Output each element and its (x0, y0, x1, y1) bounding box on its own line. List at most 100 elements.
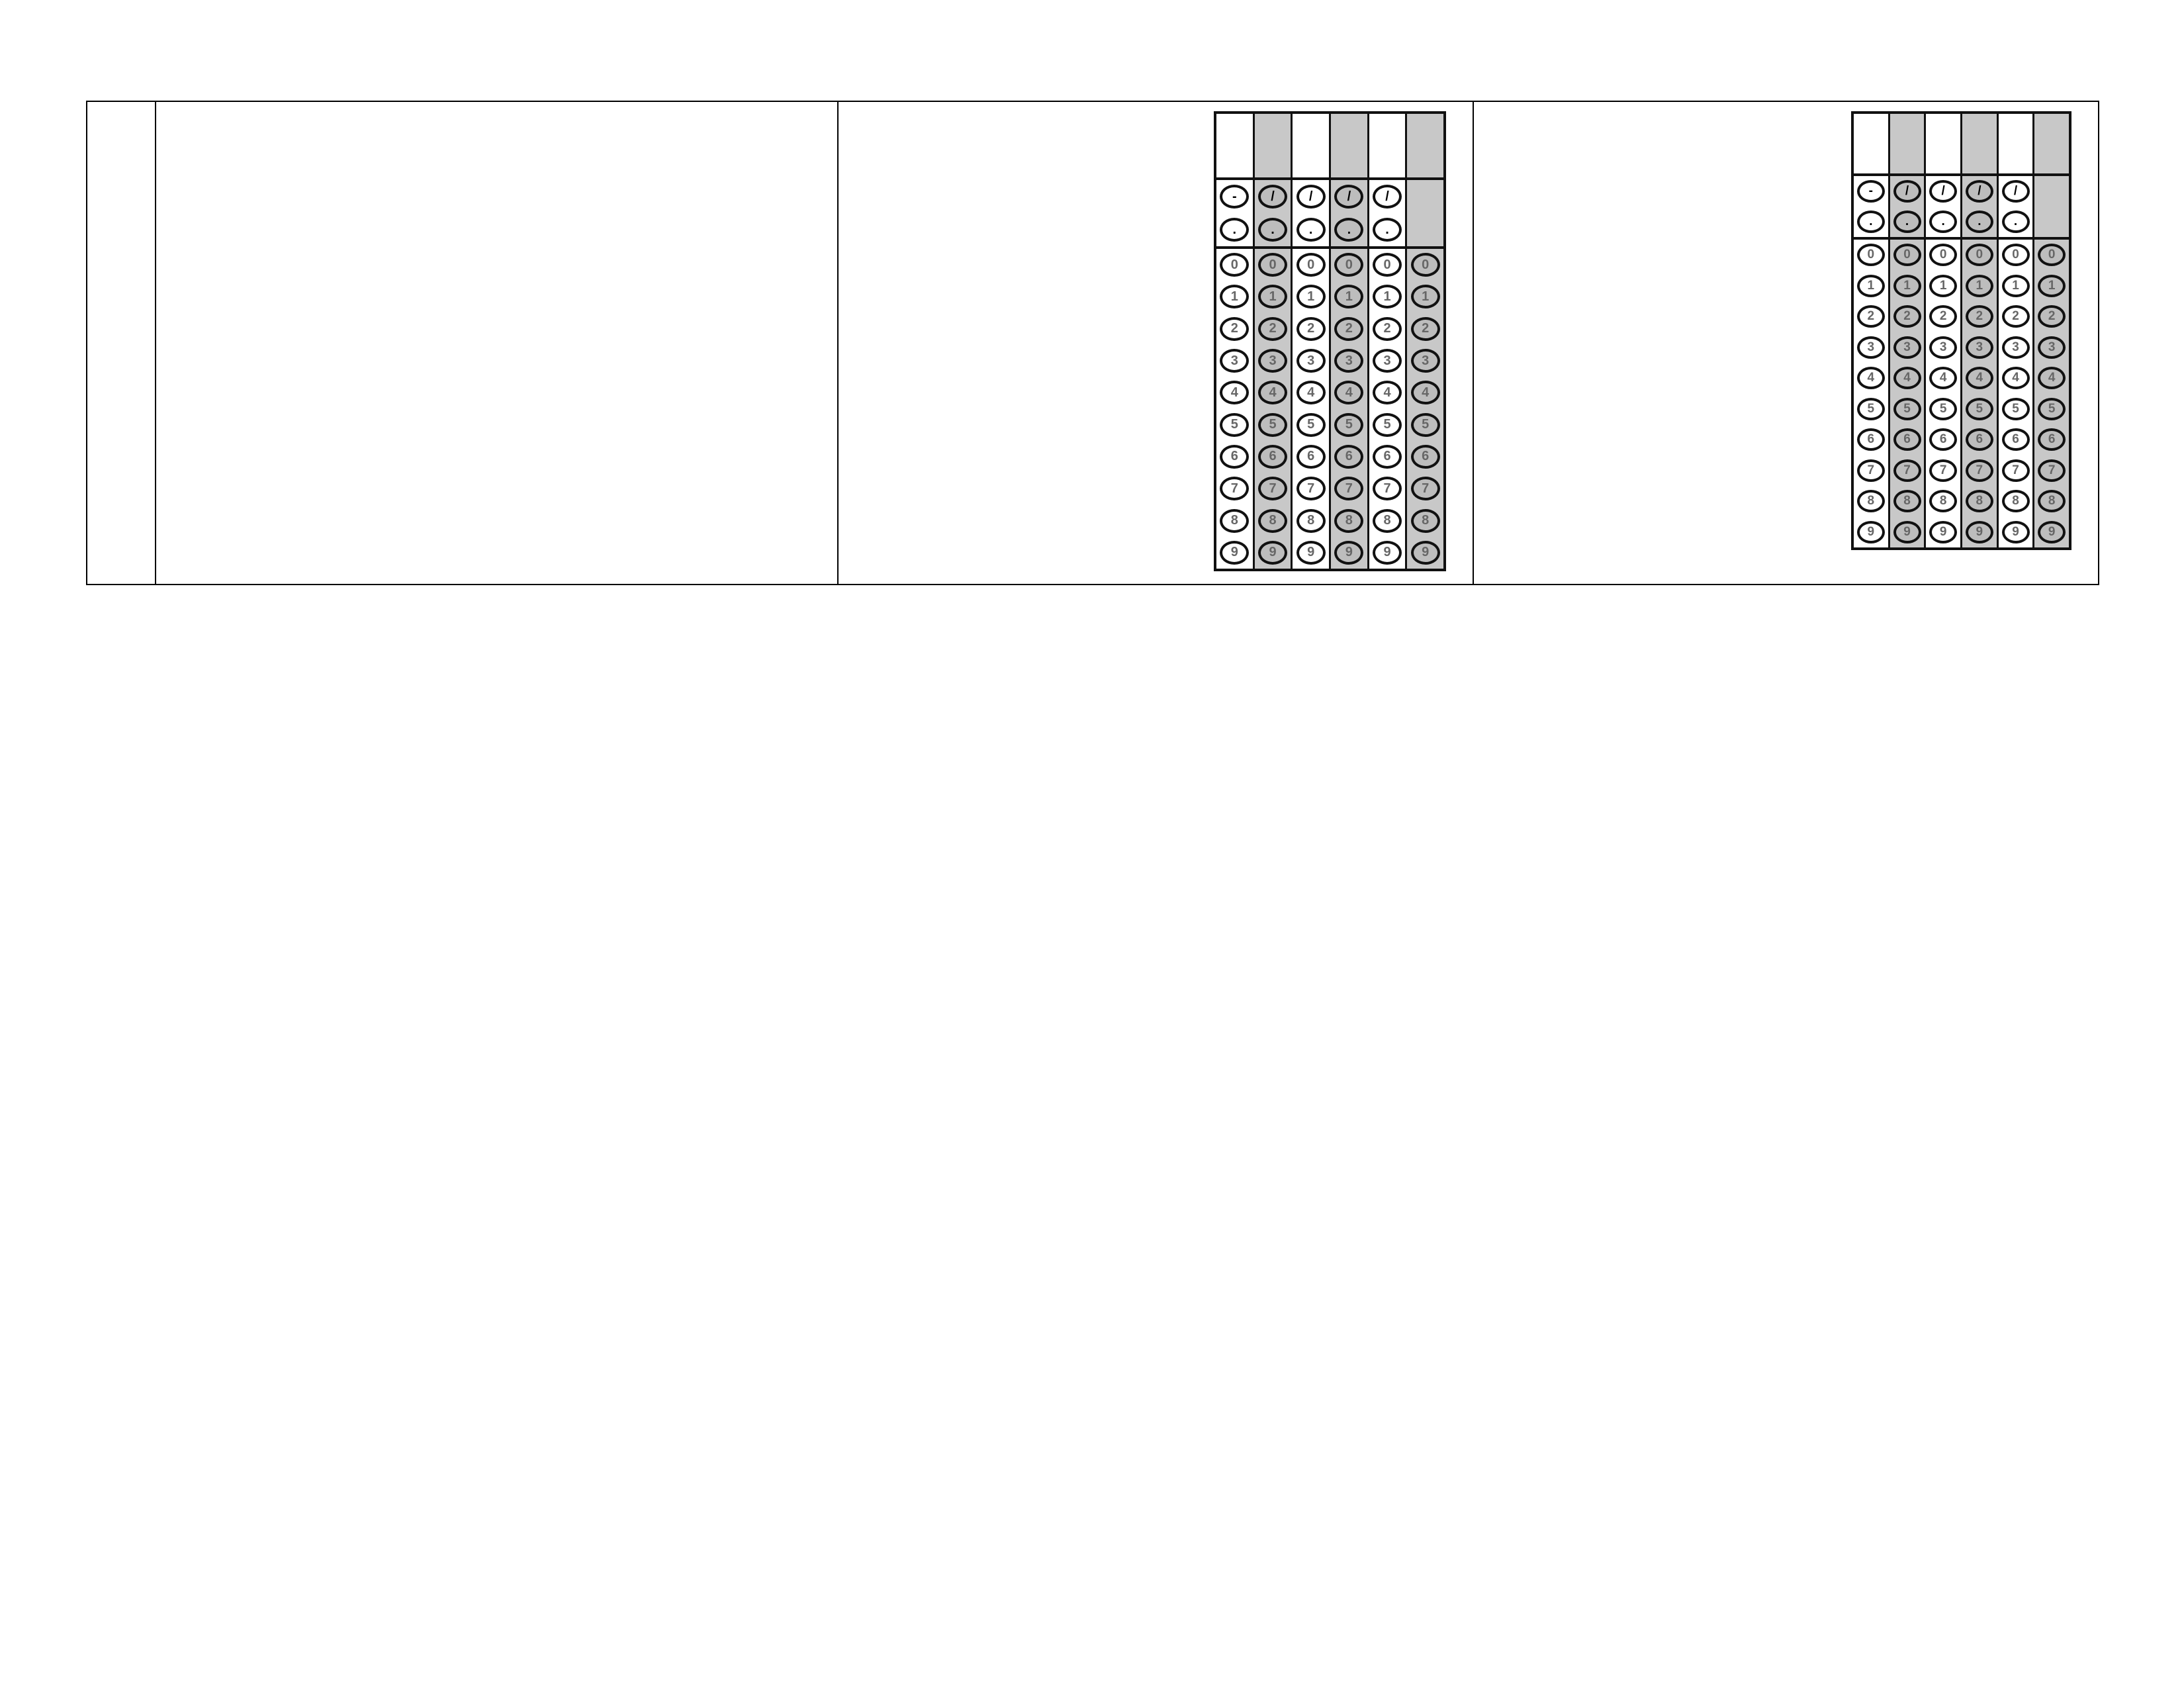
digit-bubble-5[interactable]: 5 (1965, 397, 1993, 420)
fraction-bubble[interactable]: / (1334, 185, 1364, 209)
entry-box[interactable] (1407, 114, 1444, 180)
digit-bubble-2[interactable]: 2 (1929, 305, 1958, 328)
digit-bubble-4[interactable]: 4 (2038, 367, 2066, 390)
digit-bubble-4[interactable]: 4 (1856, 367, 1885, 390)
decimal-bubble[interactable]: . (1373, 218, 1402, 242)
digit-bubble-5[interactable]: 5 (2001, 397, 2030, 420)
digit-bubble-3[interactable]: 3 (1373, 349, 1402, 373)
entry-box[interactable] (1854, 114, 1888, 176)
digit-bubble-7[interactable]: 7 (2038, 459, 2066, 482)
digit-bubble-2[interactable]: 2 (1373, 316, 1402, 341)
digit-bubble-9[interactable]: 9 (2001, 520, 2030, 543)
digit-bubble-2[interactable]: 2 (1893, 305, 1921, 328)
digit-bubble-1[interactable]: 1 (1258, 285, 1287, 309)
digit-bubble-9[interactable]: 9 (1929, 520, 1958, 543)
fraction-bubble[interactable]: / (1929, 180, 1958, 203)
digit-bubble-1[interactable]: 1 (1296, 285, 1326, 309)
digit-bubble-1[interactable]: 1 (1373, 285, 1402, 309)
decimal-bubble[interactable]: . (1220, 218, 1250, 242)
digit-bubble-7[interactable]: 7 (1410, 477, 1440, 501)
digit-bubble-0[interactable]: 0 (1410, 253, 1440, 277)
digit-bubble-0[interactable]: 0 (2038, 244, 2066, 267)
digit-bubble-1[interactable]: 1 (2038, 274, 2066, 297)
digit-bubble-7[interactable]: 7 (1965, 459, 1993, 482)
digit-bubble-7[interactable]: 7 (2001, 459, 2030, 482)
negative-bubble[interactable]: - (1220, 185, 1250, 209)
digit-bubble-9[interactable]: 9 (1220, 540, 1250, 565)
digit-bubble-1[interactable]: 1 (1220, 285, 1250, 309)
digit-bubble-9[interactable]: 9 (1296, 540, 1326, 565)
digit-bubble-3[interactable]: 3 (1893, 336, 1921, 359)
digit-bubble-9[interactable]: 9 (1965, 520, 1993, 543)
digit-bubble-1[interactable]: 1 (1410, 285, 1440, 309)
digit-bubble-2[interactable]: 2 (2001, 305, 2030, 328)
digit-bubble-8[interactable]: 8 (1220, 508, 1250, 533)
decimal-bubble[interactable]: . (1296, 218, 1326, 242)
digit-bubble-6[interactable]: 6 (1893, 428, 1921, 451)
digit-bubble-5[interactable]: 5 (1410, 412, 1440, 437)
digit-bubble-6[interactable]: 6 (1220, 444, 1250, 469)
digit-bubble-3[interactable]: 3 (2038, 336, 2066, 359)
digit-bubble-9[interactable]: 9 (1893, 520, 1921, 543)
digit-bubble-5[interactable]: 5 (1258, 412, 1287, 437)
digit-bubble-7[interactable]: 7 (1296, 477, 1326, 501)
entry-box[interactable] (1962, 114, 1997, 176)
fraction-bubble[interactable]: / (1373, 185, 1402, 209)
digit-bubble-8[interactable]: 8 (1856, 490, 1885, 513)
digit-bubble-8[interactable]: 8 (1296, 508, 1326, 533)
digit-bubble-6[interactable]: 6 (1929, 428, 1958, 451)
entry-box[interactable] (1254, 114, 1291, 180)
digit-bubble-6[interactable]: 6 (1410, 444, 1440, 469)
digit-bubble-9[interactable]: 9 (1856, 520, 1885, 543)
digit-bubble-9[interactable]: 9 (1410, 540, 1440, 565)
digit-bubble-8[interactable]: 8 (2001, 490, 2030, 513)
digit-bubble-6[interactable]: 6 (1296, 444, 1326, 469)
digit-bubble-8[interactable]: 8 (1893, 490, 1921, 513)
digit-bubble-2[interactable]: 2 (1296, 316, 1326, 341)
digit-bubble-8[interactable]: 8 (1373, 508, 1402, 533)
digit-bubble-2[interactable]: 2 (1258, 316, 1287, 341)
digit-bubble-5[interactable]: 5 (2038, 397, 2066, 420)
digit-bubble-0[interactable]: 0 (1220, 253, 1250, 277)
digit-bubble-0[interactable]: 0 (1296, 253, 1326, 277)
digit-bubble-2[interactable]: 2 (1220, 316, 1250, 341)
digit-bubble-3[interactable]: 3 (1856, 336, 1885, 359)
digit-bubble-5[interactable]: 5 (1929, 397, 1958, 420)
digit-bubble-6[interactable]: 6 (2001, 428, 2030, 451)
decimal-bubble[interactable]: . (1334, 218, 1364, 242)
digit-bubble-3[interactable]: 3 (2001, 336, 2030, 359)
digit-bubble-8[interactable]: 8 (1929, 490, 1958, 513)
entry-box[interactable] (1293, 114, 1330, 180)
digit-bubble-3[interactable]: 3 (1410, 349, 1440, 373)
negative-bubble[interactable]: - (1856, 180, 1885, 203)
fraction-bubble[interactable]: / (1296, 185, 1326, 209)
digit-bubble-0[interactable]: 0 (1258, 253, 1287, 277)
digit-bubble-4[interactable]: 4 (1410, 381, 1440, 405)
digit-bubble-4[interactable]: 4 (1296, 381, 1326, 405)
digit-bubble-1[interactable]: 1 (1929, 274, 1958, 297)
digit-bubble-2[interactable]: 2 (2038, 305, 2066, 328)
digit-bubble-8[interactable]: 8 (1334, 508, 1364, 533)
entry-box[interactable] (1369, 114, 1406, 180)
digit-bubble-0[interactable]: 0 (1373, 253, 1402, 277)
digit-bubble-5[interactable]: 5 (1220, 412, 1250, 437)
digit-bubble-7[interactable]: 7 (1856, 459, 1885, 482)
digit-bubble-6[interactable]: 6 (1965, 428, 1993, 451)
digit-bubble-9[interactable]: 9 (2038, 520, 2066, 543)
digit-bubble-0[interactable]: 0 (1929, 244, 1958, 267)
decimal-bubble[interactable]: . (1856, 211, 1885, 233)
digit-bubble-5[interactable]: 5 (1334, 412, 1364, 437)
digit-bubble-1[interactable]: 1 (2001, 274, 2030, 297)
digit-bubble-8[interactable]: 8 (1965, 490, 1993, 513)
digit-bubble-3[interactable]: 3 (1334, 349, 1364, 373)
digit-bubble-4[interactable]: 4 (1373, 381, 1402, 405)
digit-bubble-3[interactable]: 3 (1929, 336, 1958, 359)
digit-bubble-4[interactable]: 4 (2001, 367, 2030, 390)
digit-bubble-7[interactable]: 7 (1334, 477, 1364, 501)
digit-bubble-2[interactable]: 2 (1410, 316, 1440, 341)
digit-bubble-0[interactable]: 0 (2001, 244, 2030, 267)
digit-bubble-4[interactable]: 4 (1929, 367, 1958, 390)
digit-bubble-3[interactable]: 3 (1965, 336, 1993, 359)
entry-box[interactable] (1889, 114, 1925, 176)
